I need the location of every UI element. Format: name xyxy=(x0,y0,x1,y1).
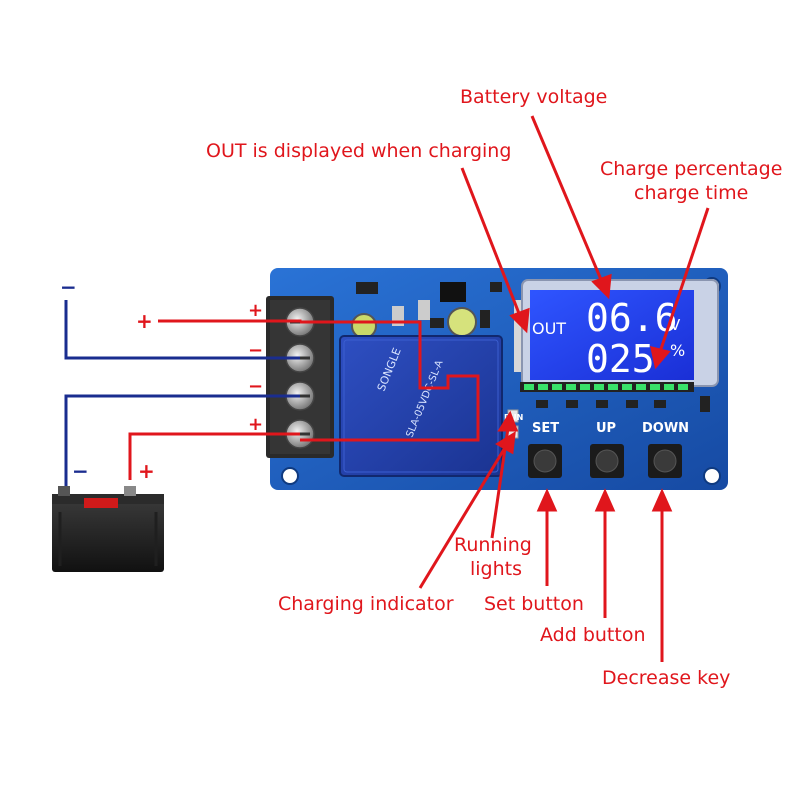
mount-hole xyxy=(703,467,721,485)
lcd-out-indicator: OUT xyxy=(532,319,566,338)
battery-negative-sign: − xyxy=(72,459,89,483)
set-silkscreen: SET xyxy=(532,421,559,436)
arrow-out-indicator xyxy=(460,167,530,334)
terminal-4-sign: + xyxy=(248,414,263,435)
label-battery-voltage: Battery voltage xyxy=(460,86,607,108)
arrow-charging-indicator xyxy=(418,431,516,589)
label-charge-percentage: Charge percentage xyxy=(600,158,782,180)
arrow-decrease-key xyxy=(651,488,673,662)
pin-header xyxy=(514,300,524,372)
label-charging-indicator: Charging indicator xyxy=(278,593,454,615)
up-silkscreen: UP xyxy=(596,421,616,436)
lcd-percent: 025 xyxy=(586,337,655,381)
terminal-1-sign: + xyxy=(248,300,263,321)
label-decrease-key: Decrease key xyxy=(602,667,730,689)
label-running-lights-2: lights xyxy=(470,558,522,580)
run-silkscreen: RUN xyxy=(504,413,523,422)
label-out-displayed: OUT is displayed when charging xyxy=(206,140,511,162)
arrow-battery-voltage xyxy=(530,115,612,300)
battery-positive-terminal xyxy=(124,486,136,496)
smd-row xyxy=(536,396,710,412)
down-button[interactable]: DOWN xyxy=(642,421,689,478)
lcd-voltage: 06.6 xyxy=(586,296,678,340)
input-negative-sign: − xyxy=(60,275,77,299)
down-silkscreen: DOWN xyxy=(642,421,689,436)
positive-wires xyxy=(128,319,480,480)
input-positive-sign: + xyxy=(136,309,153,333)
terminal-block xyxy=(266,296,334,458)
battery-negative-terminal xyxy=(58,486,70,496)
lcd-percent-unit: % xyxy=(670,341,685,360)
annotation-arrows xyxy=(418,115,710,662)
label-add-button: Add button xyxy=(540,624,646,646)
arrow-charge-percentage xyxy=(650,207,710,370)
label-running-lights-1: Running xyxy=(454,534,532,556)
set-button[interactable]: SET xyxy=(528,421,562,478)
terminal-2-sign: − xyxy=(248,340,263,361)
terminal-3-sign: − xyxy=(248,376,263,397)
arrow-add-button xyxy=(594,488,616,618)
label-charge-time: charge time xyxy=(634,182,748,204)
running-lights-bar xyxy=(520,382,694,392)
up-button[interactable]: UP xyxy=(590,421,624,478)
lcd-voltage-unit: V xyxy=(670,316,681,334)
mount-hole xyxy=(281,467,299,485)
arrow-set-button xyxy=(536,488,558,586)
battery xyxy=(52,486,164,572)
negative-wires xyxy=(64,300,300,490)
label-set-button: Set button xyxy=(484,593,584,615)
battery-positive-sign: + xyxy=(138,459,155,483)
lcd-display: OUT 06.6 V 025 % xyxy=(521,279,719,387)
